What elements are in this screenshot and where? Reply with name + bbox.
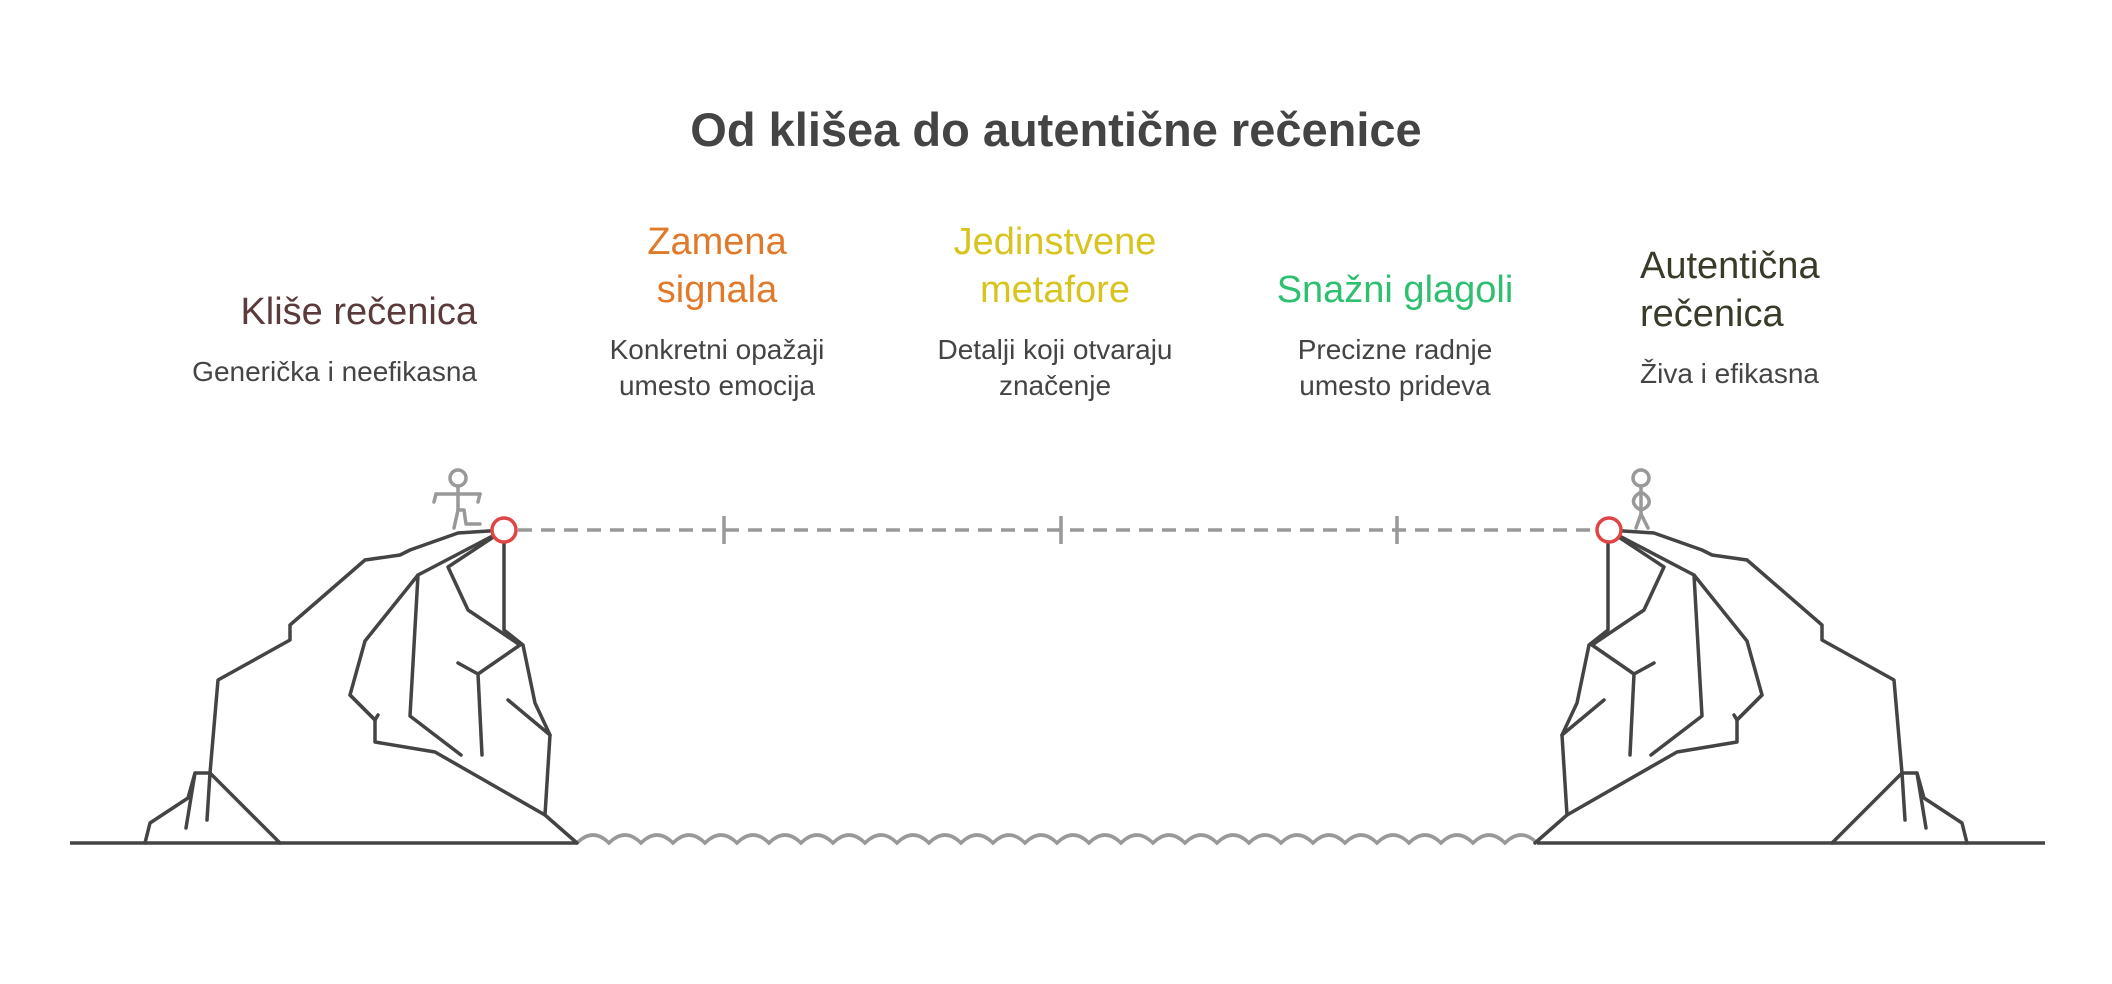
- person-start-icon: [432, 468, 482, 530]
- step-heading: Jedinstvene metafore: [953, 221, 1157, 311]
- step-authentic-sentence: Autentična rečenica Živa i efikasna: [1640, 242, 1900, 392]
- water-waves: [575, 833, 1539, 846]
- step-description: Detalji koji otvaraju značenje: [937, 334, 1173, 401]
- step-description: Generička i neefikasna: [192, 356, 477, 387]
- person-finish-icon: [1631, 468, 1651, 530]
- start-marker: [490, 516, 518, 544]
- left-cliff: [143, 528, 579, 845]
- right-cliff: [1533, 528, 1969, 845]
- step-heading: Zamena signala: [647, 221, 787, 311]
- diagram-title: Od klišea do autentične rečenice: [690, 103, 1422, 156]
- step-description: Precizne radnje umesto prideva: [1297, 334, 1493, 401]
- step-heading: Snažni glagoli: [1276, 269, 1514, 311]
- step-signal-replacement: Zamena signala Konkretni opažaji umesto …: [592, 218, 842, 404]
- step-cliche-sentence: Kliše rečenica Generička i neefikasna: [130, 288, 477, 390]
- end-marker: [1595, 516, 1623, 544]
- step-heading: Autentična rečenica: [1640, 245, 1820, 335]
- step-unique-metaphors: Jedinstvene metafore Detalji koji otvara…: [920, 218, 1190, 404]
- step-strong-verbs: Snažni glagoli Precizne radnje umesto pr…: [1250, 266, 1540, 404]
- step-description: Živa i efikasna: [1640, 358, 1819, 389]
- step-heading: Kliše rečenica: [240, 291, 477, 333]
- step-description: Konkretni opažaji umesto emocija: [609, 334, 825, 401]
